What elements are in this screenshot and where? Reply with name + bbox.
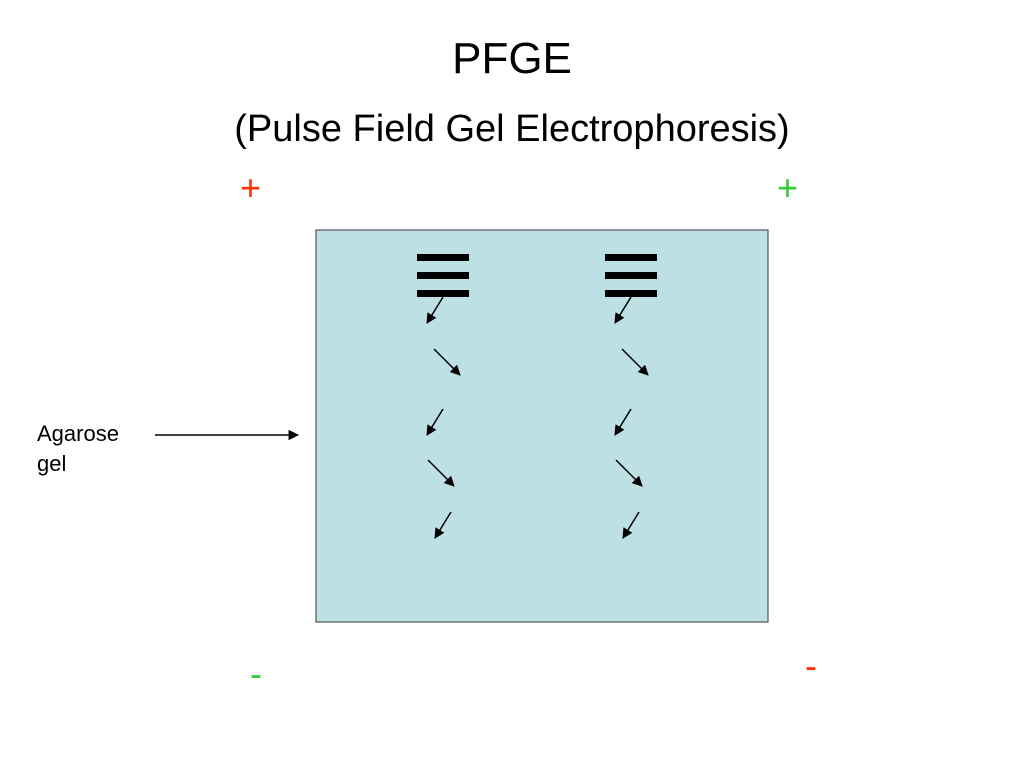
- lane-2-band: [605, 290, 657, 297]
- gel-label-line-1: Agarose: [37, 421, 119, 446]
- agarose-gel: [315, 229, 769, 623]
- electrode-top-left: +: [240, 167, 262, 208]
- lane-1-migration-arrow: [426, 408, 444, 436]
- lane-1-migration-arrow: [426, 296, 444, 324]
- lane-1-migration-arrow: [433, 348, 461, 376]
- electrode-top-right: +: [777, 167, 799, 208]
- electrode-bottom-right: -: [805, 645, 817, 686]
- lane-2-migration-arrow: [615, 459, 643, 487]
- lane-1-band: [417, 272, 469, 279]
- page-subtitle: (Pulse Field Gel Electrophoresis): [234, 108, 790, 150]
- lane-1-band: [417, 254, 469, 261]
- electrode-bottom-left: -: [250, 653, 262, 694]
- lane-1-band: [417, 290, 469, 297]
- page-title: PFGE: [452, 34, 572, 83]
- lanes: [417, 254, 657, 539]
- lane-1-migration-arrow: [427, 459, 455, 487]
- lane-2-band: [605, 254, 657, 261]
- agarose-gel-label: Agarose gel: [37, 419, 119, 479]
- lane-2-migration-arrow: [614, 296, 632, 324]
- gel-label-line-2: gel: [37, 451, 67, 476]
- lane-2-migration-arrow: [614, 408, 632, 436]
- lane-2-migration-arrow: [621, 348, 649, 376]
- lane-1-migration-arrow: [434, 511, 452, 539]
- lane-2-migration-arrow: [622, 511, 640, 539]
- lane-2-band: [605, 272, 657, 279]
